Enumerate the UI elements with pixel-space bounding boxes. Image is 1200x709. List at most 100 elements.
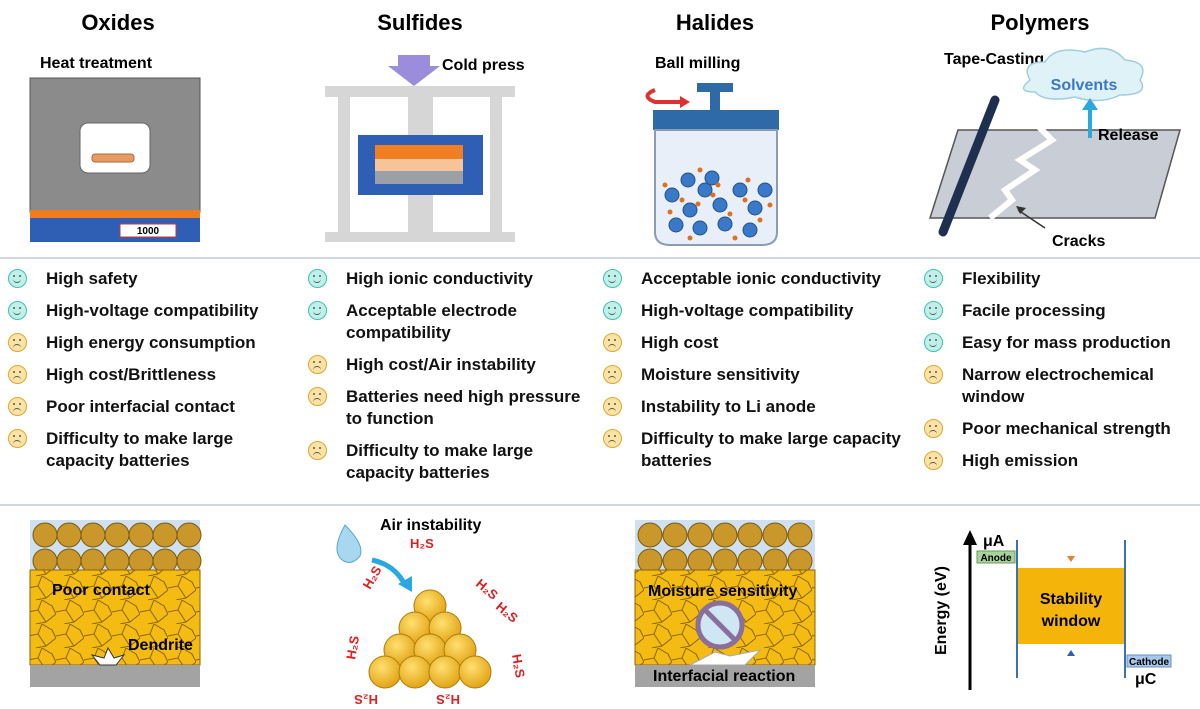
h2s-label: H₂S: [360, 563, 385, 591]
moisture-sensitivity-label: Moisture sensitivity: [648, 583, 797, 600]
ball-mill-illustration: Ball milling: [645, 55, 779, 246]
h2s-label: H₂S: [473, 576, 501, 603]
particle: [80, 548, 106, 574]
list-item-text: Moisture sensitivity: [641, 365, 800, 384]
list-item-text: Flexibility: [962, 269, 1041, 288]
mill-ball: [712, 197, 728, 213]
sad-face-icon: [603, 333, 622, 352]
halide-interface-illustration: Moisture sensitivity Interfacial reactio…: [634, 520, 816, 687]
list-item: Moisture sensitivity: [603, 364, 908, 386]
list-item: Difficulty to make large capacity batter…: [308, 440, 598, 484]
sad-face-icon: [308, 355, 327, 374]
sad-face-icon: [924, 365, 943, 384]
list-item-text: High ionic conductivity: [346, 269, 534, 288]
mill-ball: [692, 220, 708, 236]
particle: [787, 522, 813, 548]
list-item-text: Acceptable ionic conductivity: [641, 269, 881, 288]
particle: [662, 522, 688, 548]
h2s-label: H₂S: [410, 536, 434, 551]
mill-ball: [704, 170, 720, 186]
list-item: Acceptable ionic conductivity: [603, 268, 908, 290]
mill-dot: [727, 211, 733, 217]
sad-face-icon: [8, 429, 27, 448]
mill-ball: [664, 187, 680, 203]
particle: [128, 548, 154, 574]
list-item-text: Instability to Li anode: [641, 397, 816, 416]
h2s-label: H₂S: [354, 692, 378, 707]
smile-face-icon: [8, 301, 27, 320]
list-item-text: High-voltage compatibility: [46, 301, 259, 320]
mill-ball: [682, 202, 698, 218]
title-oxides: Oxides: [81, 10, 154, 35]
method-ball-milling: Ball milling: [655, 55, 740, 72]
furnace-illustration: Heat treatment 1000: [29, 55, 201, 242]
mu-a-label: μA: [983, 533, 1005, 550]
list-item: High cost: [603, 332, 908, 354]
particle: [80, 522, 106, 548]
list-item: High-voltage compatibility: [8, 300, 298, 322]
particle: [762, 522, 788, 548]
interfacial-reaction-label: Interfacial reaction: [653, 668, 795, 685]
sad-face-icon: [924, 419, 943, 438]
mill-dot: [757, 217, 763, 223]
title-halides: Halides: [676, 10, 754, 35]
sulfide-particle: [458, 655, 492, 689]
title-sulfides: Sulfides: [377, 10, 463, 35]
method-heat-treatment: Heat treatment: [40, 55, 153, 72]
mill-ball: [680, 172, 696, 188]
mill-ball: [732, 182, 748, 198]
smile-face-icon: [924, 333, 943, 352]
press-illustration: Cold press: [325, 55, 525, 242]
list-item-text: High emission: [962, 451, 1079, 470]
particle: [762, 548, 788, 574]
list-item-text: Easy for mass production: [962, 333, 1171, 352]
list-item: Instability to Li anode: [603, 396, 908, 418]
list-item: Facile processing: [924, 300, 1200, 322]
list-item-text: High cost: [641, 333, 719, 352]
list-item-text: High cost/Brittleness: [46, 365, 217, 384]
sad-face-icon: [8, 365, 27, 384]
mill-ball: [747, 200, 763, 216]
mill-dot: [687, 235, 693, 241]
dendrite-label: Dendrite: [128, 637, 193, 654]
particle: [637, 548, 663, 574]
mill-dot: [732, 235, 738, 241]
list-item: Poor interfacial contact: [8, 396, 298, 418]
list-item-text: High energy consumption: [46, 333, 256, 352]
stability-window-line1: Stability: [1040, 591, 1102, 608]
list-item: Acceptable electrode compatibility: [308, 300, 598, 344]
energy-diagram: Energy (eV) Anode μA Stability window Ca…: [933, 530, 1172, 690]
sad-face-icon: [603, 429, 622, 448]
sad-face-icon: [308, 441, 327, 460]
list-item-text: High safety: [46, 269, 138, 288]
h2s-label: H₂S: [343, 634, 362, 660]
sulfide-particle: [428, 655, 462, 689]
smile-face-icon: [924, 269, 943, 288]
sad-face-icon: [924, 451, 943, 470]
mill-ball: [742, 222, 758, 238]
smile-face-icon: [603, 301, 622, 320]
mill-ball: [668, 217, 684, 233]
smile-face-icon: [308, 301, 327, 320]
list-item: Flexibility: [924, 268, 1200, 290]
smile-face-icon: [603, 269, 622, 288]
particle: [152, 522, 178, 548]
mill-dot: [710, 192, 716, 198]
poor-contact-label: Poor contact: [52, 582, 150, 599]
list-item: Batteries need high pressure to function: [308, 386, 598, 430]
method-tape-casting: Tape-Casting: [944, 51, 1044, 68]
particle: [737, 548, 763, 574]
sad-face-icon: [308, 387, 327, 406]
mill-dot: [745, 177, 751, 183]
list-item: Difficulty to make large capacity batter…: [603, 428, 908, 472]
list-item: High-voltage compatibility: [603, 300, 908, 322]
sad-face-icon: [603, 365, 622, 384]
release-label: Release: [1098, 127, 1159, 144]
list-item: Easy for mass production: [924, 332, 1200, 354]
mill-dot: [715, 182, 721, 188]
